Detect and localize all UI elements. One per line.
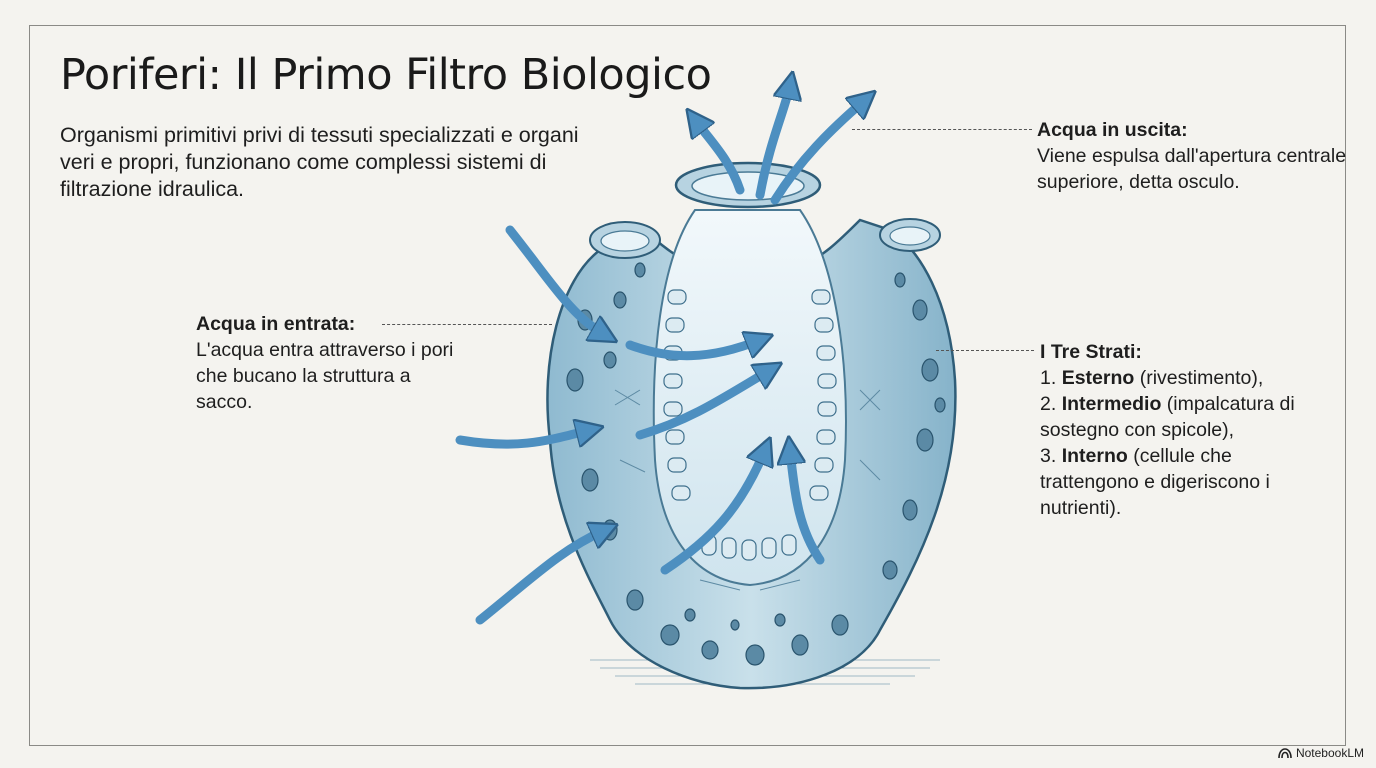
layer-item-interno: 3. Interno (cellule che trattengono e di…	[1040, 443, 1330, 521]
layer-num: 3.	[1040, 445, 1057, 467]
leader-outflow	[852, 129, 1032, 130]
outflow-arrows	[695, 85, 865, 205]
leader-layers	[936, 350, 1034, 351]
layer-desc: (rivestimento),	[1134, 367, 1264, 389]
brand-label: NotebookLM	[1295, 746, 1364, 760]
label-acqua-entrata-text: L'acqua entra attraverso i pori che buca…	[196, 339, 454, 413]
label-tre-strati-heading: I Tre Strati:	[1040, 341, 1142, 363]
leader-inflow	[382, 324, 552, 325]
notebooklm-logo-icon	[1278, 747, 1292, 758]
spicules	[614, 389, 881, 591]
layer-name: Interno	[1061, 445, 1128, 467]
layer-desc: (cellule che trattengono e digeriscono i…	[1040, 445, 1270, 519]
label-tre-strati: I Tre Strati: 1. Esterno (rivestimento),…	[1040, 339, 1330, 521]
layer-num: 2.	[1040, 393, 1057, 415]
central-cavity	[652, 209, 847, 587]
layer-num: 1.	[1040, 367, 1057, 389]
inflow-arrows	[455, 225, 825, 625]
layer-item-esterno: 1. Esterno (rivestimento),	[1040, 365, 1330, 391]
layer-name: Esterno	[1061, 367, 1135, 389]
label-acqua-entrata-heading: Acqua in entrata:	[196, 313, 356, 335]
label-acqua-uscita-text: Viene espulsa dall'apertura centrale sup…	[1037, 145, 1347, 193]
layer-item-intermedio: 2. Intermedio (impalcatura di sostegno c…	[1040, 391, 1330, 443]
label-acqua-uscita-heading: Acqua in uscita:	[1037, 119, 1188, 141]
intro-text: Organismi primitivi privi di tessuti spe…	[60, 123, 579, 201]
label-acqua-entrata: Acqua in entrata: L'acqua entra attraver…	[196, 311, 456, 415]
slide-frame	[29, 25, 1346, 746]
label-acqua-uscita: Acqua in uscita: Viene espulsa dall'aper…	[1037, 117, 1347, 195]
choanocyte-layer-right	[809, 289, 837, 501]
sponge-illustration	[455, 60, 957, 690]
layer-desc: (impalcatura di sostegno con spicole),	[1040, 393, 1295, 441]
layer-name: Intermedio	[1061, 393, 1162, 415]
slide-title: Poriferi: Il Primo Filtro Biologico	[60, 50, 712, 100]
notebooklm-brand: NotebookLM	[1278, 746, 1364, 760]
